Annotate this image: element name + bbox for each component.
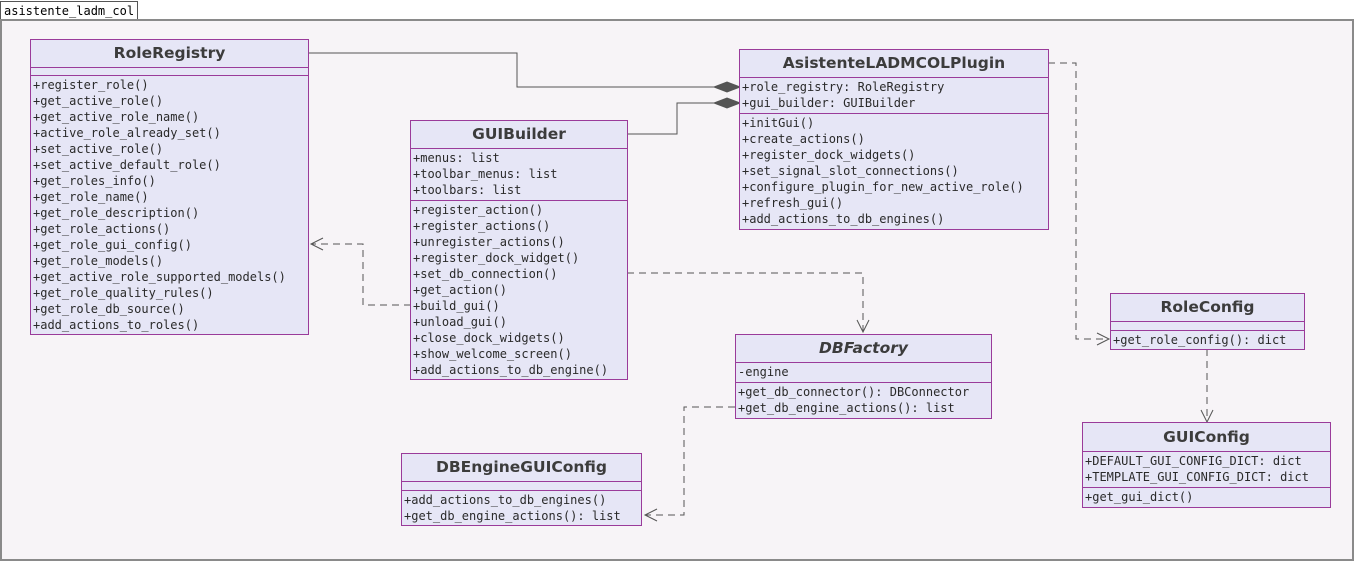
- dependency-plugin-role-config: [1048, 62, 1108, 340]
- class-name: DBEngineGUIConfig: [402, 454, 641, 482]
- class-name: RoleConfig: [1111, 294, 1304, 322]
- operations-compartment: +register_role() +get_active_role() +get…: [31, 76, 308, 334]
- attribute: +gui_builder: GUIBuilder: [742, 96, 916, 110]
- operation: +unload_gui(): [413, 315, 507, 329]
- operation: +build_gui(): [413, 299, 500, 313]
- operation: +register_actions(): [413, 219, 551, 233]
- operation: +set_active_default_role(): [33, 158, 221, 172]
- dependency-db-factory-db-engine-gui-config: [645, 406, 735, 516]
- attributes-compartment: [31, 68, 308, 76]
- operation: +configure_plugin_for_new_active_role(): [742, 180, 1024, 194]
- operation: +get_role_description(): [33, 206, 200, 220]
- operation: +get_db_connector(): DBConnector: [738, 385, 970, 399]
- operation: +get_role_actions(): [33, 222, 171, 236]
- class-db-engine-gui-config[interactable]: DBEngineGUIConfig +add_actions_to_db_eng…: [401, 453, 642, 526]
- operation: +get_role_config(): dict: [1113, 333, 1287, 347]
- operation: +add_actions_to_roles(): [33, 318, 200, 332]
- attributes-compartment: [1111, 322, 1304, 331]
- class-name: AsistenteLADMCOLPlugin: [740, 50, 1048, 78]
- operation: +add_actions_to_db_engine(): [413, 363, 609, 377]
- operation: +get_active_role_supported_models(): [33, 270, 286, 284]
- operation: +get_role_models(): [33, 254, 164, 268]
- attribute: -engine: [738, 365, 789, 379]
- operation: +get_role_quality_rules(): [33, 286, 214, 300]
- operation: +get_role_gui_config(): [33, 238, 192, 252]
- package-name-tab: asistente_ladm_col: [0, 1, 139, 19]
- class-asistente-ladmcol-plugin[interactable]: AsistenteLADMCOLPlugin +role_registry: R…: [739, 49, 1049, 230]
- attribute: +DEFAULT_GUI_CONFIG_DICT: dict: [1085, 454, 1302, 468]
- attribute: +role_registry: RoleRegistry: [742, 80, 945, 94]
- class-name: GUIBuilder: [411, 121, 627, 149]
- operation: +get_roles_info(): [33, 174, 156, 188]
- operation: +show_welcome_screen(): [413, 347, 572, 361]
- operation: +unregister_actions(): [413, 235, 565, 249]
- dependency-gui-builder-db-factory: [627, 272, 864, 331]
- class-role-config[interactable]: RoleConfig +get_role_config(): dict: [1110, 293, 1305, 350]
- operation: +active_role_already_set(): [33, 126, 221, 140]
- operations-compartment: +add_actions_to_db_engines() +get_db_eng…: [402, 491, 641, 525]
- dependency-gui-builder-role-registry: [311, 243, 411, 306]
- operation: +get_role_db_source(): [33, 302, 185, 316]
- class-role-registry[interactable]: RoleRegistry +register_role() +get_activ…: [30, 39, 309, 335]
- operation: +get_gui_dict(): [1085, 490, 1194, 504]
- operation: +get_role_name(): [33, 190, 149, 204]
- attributes-compartment: -engine: [736, 363, 991, 383]
- class-db-factory[interactable]: DBFactory -engine +get_db_connector(): D…: [735, 334, 992, 419]
- operations-compartment: +register_action() +register_actions() +…: [411, 201, 627, 379]
- open-arrowhead-db-factory: [856, 319, 870, 334]
- attribute: +menus: list: [413, 151, 500, 165]
- operation: +get_db_engine_actions(): list: [404, 509, 621, 523]
- operation: +get_active_role(): [33, 94, 164, 108]
- class-gui-config[interactable]: GUIConfig +DEFAULT_GUI_CONFIG_DICT: dict…: [1082, 422, 1331, 508]
- attributes-compartment: +role_registry: RoleRegistry +gui_builde…: [740, 78, 1048, 114]
- composition-plugin-role-registry: [308, 52, 740, 88]
- attribute: +TEMPLATE_GUI_CONFIG_DICT: dict: [1085, 470, 1309, 484]
- operation: +set_db_connection(): [413, 267, 558, 281]
- operation: +register_dock_widgets(): [742, 148, 916, 162]
- operation: +register_action(): [413, 203, 544, 217]
- attributes-compartment: +menus: list +toolbar_menus: list +toolb…: [411, 149, 627, 201]
- open-arrowhead-role-registry: [309, 237, 324, 251]
- operation: +add_actions_to_db_engines(): [404, 493, 607, 507]
- operations-compartment: +get_role_config(): dict: [1111, 331, 1304, 349]
- class-name: DBFactory: [736, 335, 991, 363]
- operation: +register_role(): [33, 78, 149, 92]
- open-arrowhead-role-config: [1096, 332, 1111, 346]
- attributes-compartment: [402, 482, 641, 491]
- composition-diamond-role-registry: [712, 81, 742, 93]
- class-gui-builder[interactable]: GUIBuilder +menus: list +toolbar_menus: …: [410, 120, 628, 380]
- operations-compartment: +initGui() +create_actions() +register_d…: [740, 114, 1048, 228]
- operation: +get_db_engine_actions(): list: [738, 401, 955, 415]
- operation: +add_actions_to_db_engines(): [742, 212, 945, 226]
- composition-plugin-gui-builder: [627, 102, 740, 135]
- operations-compartment: +get_db_connector(): DBConnector +get_db…: [736, 383, 991, 417]
- operation: +set_signal_slot_connections(): [742, 164, 959, 178]
- attribute: +toolbars: list: [413, 183, 522, 197]
- operation: +close_dock_widgets(): [413, 331, 565, 345]
- operation: +get_action(): [413, 283, 507, 297]
- operation: +create_actions(): [742, 132, 865, 146]
- class-name: GUIConfig: [1083, 423, 1330, 452]
- operation: +register_dock_widget(): [413, 251, 580, 265]
- operation: +set_active_role(): [33, 142, 164, 156]
- attributes-compartment: +DEFAULT_GUI_CONFIG_DICT: dict +TEMPLATE…: [1083, 452, 1330, 488]
- operations-compartment: +get_gui_dict(): [1083, 488, 1330, 506]
- open-arrowhead-db-engine-gui-config: [643, 508, 658, 522]
- operation: +refresh_gui(): [742, 196, 844, 210]
- composition-diamond-gui-builder: [712, 97, 742, 109]
- class-name: RoleRegistry: [31, 40, 308, 68]
- attribute: +toolbar_menus: list: [413, 167, 558, 181]
- operation: +get_active_role_name(): [33, 110, 200, 124]
- operation: +initGui(): [742, 116, 815, 130]
